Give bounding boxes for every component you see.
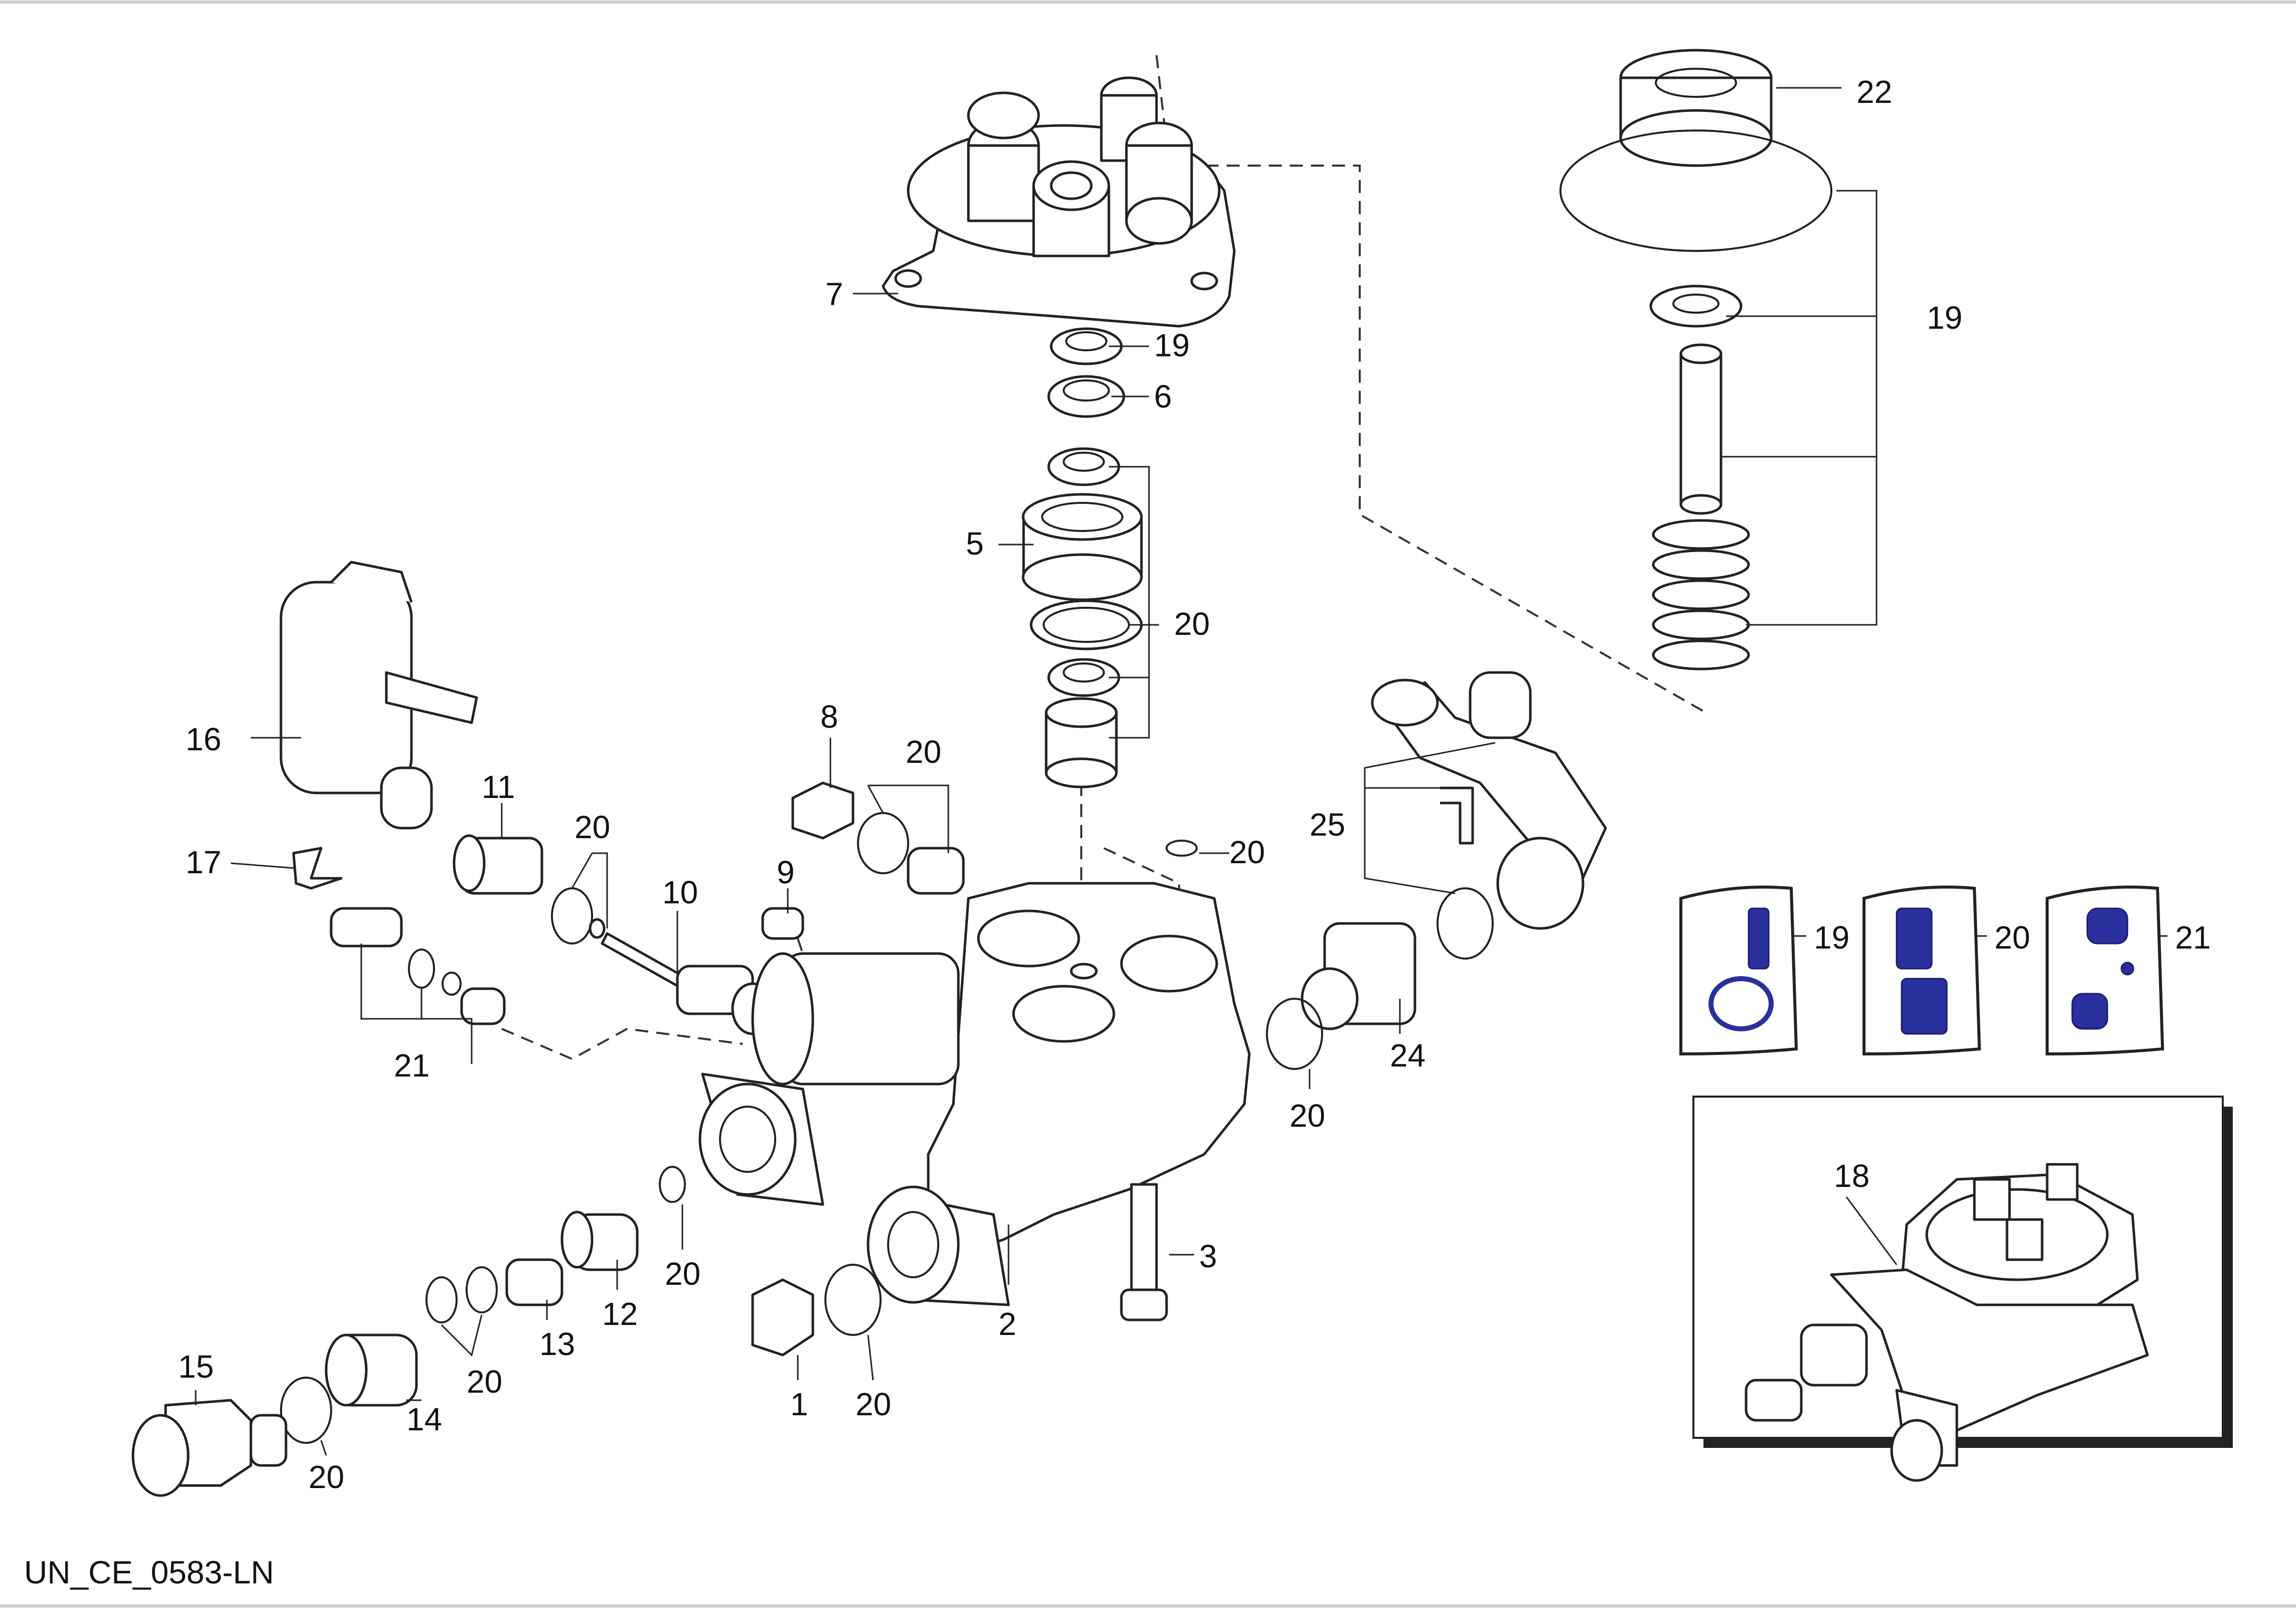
callout-1: 1 (790, 1386, 808, 1422)
assembly-inset-part-18 (1692, 1096, 2233, 1482)
callout-11: 11 (482, 769, 515, 805)
callout-12: 12 (602, 1296, 638, 1332)
left-valve-parts (330, 834, 804, 1035)
kit-bag-19 (1679, 885, 1798, 1056)
callout-22: 22 (1856, 74, 1892, 110)
center-seal-stack (1022, 327, 1143, 788)
callout-20: 20 (1289, 1098, 1325, 1134)
callout-labels: 7 19 6 5 20 22 19 16 17 11 20 10 9 8 20 … (24, 74, 2211, 1590)
callout-7: 7 (825, 276, 843, 312)
callout-20: 20 (855, 1386, 891, 1422)
callout-16: 16 (186, 721, 221, 757)
callout-3: 3 (1199, 1238, 1217, 1274)
callout-6: 6 (1154, 378, 1172, 415)
plunger-assembly (1559, 49, 1832, 670)
callout-8: 8 (820, 699, 838, 735)
lower-valve-parts (131, 1166, 1168, 1497)
callout-9: 9 (777, 854, 795, 890)
bypass-pipe-part-25 (1266, 671, 1607, 1070)
callout-25: 25 (1310, 807, 1345, 843)
callout-20: 20 (575, 809, 610, 845)
callout-20: 20 (309, 1459, 344, 1495)
callout-19: 19 (1814, 919, 1849, 956)
pressure-switch-part-16 (279, 561, 478, 890)
callout-18: 18 (1834, 1158, 1870, 1194)
drawing-code: UN_CE_0583-LN (24, 1554, 274, 1590)
callout-leaders (195, 87, 2168, 1456)
callout-5: 5 (966, 525, 984, 562)
callout-20: 20 (665, 1256, 700, 1292)
callout-20: 20 (1229, 834, 1265, 870)
kit-bag-20 (1862, 885, 1981, 1056)
plug-part-8 (791, 781, 1198, 895)
callout-17: 17 (186, 844, 221, 880)
callout-21: 21 (394, 1047, 429, 1084)
callout-14: 14 (406, 1401, 442, 1437)
manifold-body-part-2 (698, 882, 1251, 1306)
callout-19: 19 (1927, 300, 1962, 336)
callout-15: 15 (178, 1349, 214, 1385)
kit-bag-21 (2046, 885, 2165, 1056)
callout-21: 21 (2175, 919, 2211, 956)
callout-20: 20 (467, 1364, 502, 1400)
callout-20: 20 (1994, 919, 2030, 956)
callout-10: 10 (662, 874, 698, 910)
valve-head-part-7 (882, 76, 1236, 328)
callout-13: 13 (539, 1326, 575, 1362)
callout-20: 20 (1174, 606, 1210, 642)
callout-24: 24 (1390, 1037, 1425, 1074)
callout-2: 2 (998, 1306, 1017, 1342)
callout-19: 19 (1154, 327, 1190, 363)
callout-20: 20 (906, 734, 941, 770)
